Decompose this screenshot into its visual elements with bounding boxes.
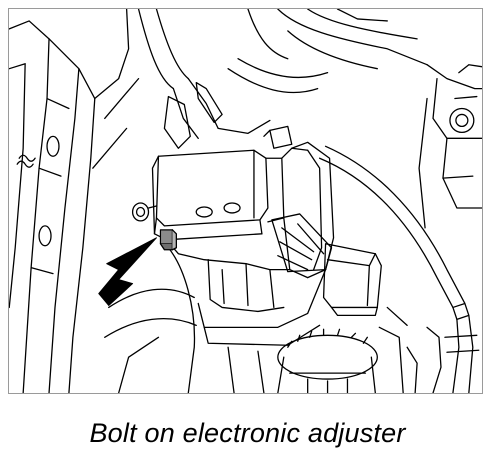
engine-bay-line-drawing: [9, 9, 482, 393]
right-components: [318, 64, 482, 393]
arrow-pointer-icon: [98, 237, 157, 306]
left-frame-structure: [9, 9, 140, 393]
electrical-connector: [271, 213, 382, 317]
top-hoses: [137, 9, 428, 149]
bottom-structure: [104, 247, 408, 393]
figure-caption: Bolt on electronic adjuster: [89, 418, 406, 448]
illustration-frame: [8, 8, 483, 394]
adjuster-bolt: [159, 229, 178, 251]
